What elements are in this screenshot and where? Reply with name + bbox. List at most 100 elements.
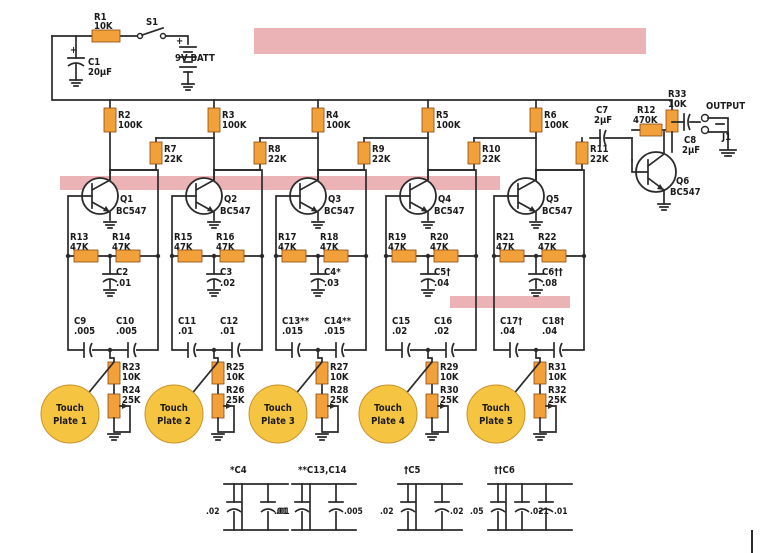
trimmer-value: 25K: [122, 395, 141, 406]
emitter-ground-icon: [103, 221, 117, 229]
legend-item-1: *C4.02.01: [206, 465, 290, 531]
shunt-capacitor-name: C5†: [434, 267, 451, 278]
coupling-resistor: [467, 141, 481, 165]
power-section: R1 10K S1 + 9V BATT + C1 20μF: [51, 12, 673, 113]
touch-plate[interactable]: [466, 384, 526, 444]
coupling-resistor-value: 22K: [268, 154, 287, 165]
left-resistor: [177, 249, 203, 263]
right-capacitor-curved: [341, 342, 345, 358]
emitter-arrow: [103, 206, 110, 212]
right-capacitor-value: .02: [434, 326, 449, 337]
emitter-ground-icon: [207, 221, 221, 229]
c1-ground: [69, 79, 83, 87]
shunt-capacitor-wire: [420, 255, 436, 289]
c8-value: 2μF: [682, 145, 700, 156]
left-capacitor-value: .015: [282, 326, 303, 337]
left-capacitor-name: C15: [392, 316, 410, 327]
collector-resistor-value: 100K: [544, 120, 569, 131]
collector-resistor: [421, 107, 435, 133]
right-resistor: [323, 249, 349, 263]
shunt-capacitor-wire: [310, 255, 326, 289]
coupling-resistor-name: R7: [164, 144, 177, 155]
touch-resistor-name: R31: [548, 362, 567, 373]
touch-resistor-name: R27: [330, 362, 349, 373]
touch-resistor: [315, 361, 329, 385]
c1-value: 20μF: [88, 67, 112, 78]
collector-resistor-value: 100K: [222, 120, 247, 131]
legend-item-3: †C5.02.02: [380, 465, 464, 531]
capacitor-legend: *C4.02.01**C13,C14.01.005†C5.02.02††C6.0…: [206, 465, 573, 531]
left-capacitor-name: C11: [178, 316, 196, 327]
shunt-capacitor-plate: [420, 278, 436, 283]
left-capacitor-value: .04: [500, 326, 515, 337]
touch-resistor-value: 10K: [226, 372, 245, 383]
collector-resistor-name: R4: [326, 110, 339, 121]
right-capacitor-gap: [128, 342, 136, 358]
shunt-ground-icon: [421, 289, 435, 297]
collector-resistor-name: R5: [436, 110, 449, 121]
coupling-resistor: [149, 141, 163, 165]
right-resistor-value: 47K: [112, 242, 131, 253]
shunt-capacitor-value: .08: [542, 278, 557, 289]
trimmer-name: R32: [548, 385, 567, 396]
trimmer-value: 25K: [226, 395, 245, 406]
collector-resistor-value: 100K: [118, 120, 143, 131]
coupling-resistor: [357, 141, 371, 165]
junction-dot: [581, 253, 587, 259]
shunt-capacitor-wire: [102, 255, 118, 289]
touch-resistor: [425, 361, 439, 385]
c1-plate-curved: [67, 62, 85, 67]
touch-wire: [535, 349, 541, 395]
transistor-type: BC547: [542, 206, 573, 217]
legend-title: †C5: [404, 465, 421, 476]
shunt-capacitor-value: .04: [434, 278, 449, 289]
touch-wire: [213, 349, 219, 395]
coupling-resistor-value: 22K: [590, 154, 609, 165]
stage-3: R4100KR922KQ3BC547R1747KR1847KC4*.03C13*…: [248, 99, 429, 444]
touch-plate[interactable]: [144, 384, 204, 444]
legend-cap-curved: [434, 508, 450, 513]
transistor-type: BC547: [434, 206, 465, 217]
jack-label: J1: [721, 132, 731, 143]
legend-title: ††C6: [494, 465, 515, 476]
c1-name: C1: [88, 57, 100, 68]
stage-4: R5100KR1022KQ4BC547R1947KR2047KC5†.04C15…: [358, 99, 537, 444]
shunt-ground-icon: [311, 289, 325, 297]
collector-resistor-name: R3: [222, 110, 235, 121]
coupling-resistor-name: R8: [268, 144, 281, 155]
q6-value: BC547: [670, 187, 701, 198]
touch-resistor-name: R29: [440, 362, 459, 373]
junction-dot: [383, 253, 389, 259]
trimmer-value: 25K: [548, 395, 567, 406]
left-capacitor-name: C17†: [500, 316, 523, 327]
junction-dot: [363, 253, 369, 259]
touch-plate-number: Plate 4: [371, 416, 405, 427]
junction-dot: [155, 253, 161, 259]
trimmer-resistor: [425, 393, 439, 419]
output-section: C7 2μF R12 470K R33 10K Q6 BC547 C8 2μF …: [589, 89, 745, 211]
left-capacitor-curved: [407, 342, 411, 358]
touch-plate-label: Touch: [264, 403, 292, 414]
left-resistor-value: 47K: [174, 242, 193, 253]
touch-plate[interactable]: [40, 384, 100, 444]
stage-2: R3100KR822KQ2BC547R1547KR1647KC3.02C11.0…: [144, 99, 319, 444]
touch-plate[interactable]: [358, 384, 418, 444]
left-resistor: [499, 249, 525, 263]
touch-plate-label: Touch: [160, 403, 188, 414]
junction-dot: [273, 253, 279, 259]
feedback-loop: [67, 169, 159, 351]
legend-cap-value: .05: [470, 507, 484, 517]
collector-resistor: [311, 107, 325, 133]
touch-plate[interactable]: [248, 384, 308, 444]
plate-lead: [402, 360, 434, 398]
right-capacitor-gap: [554, 342, 562, 358]
output-jack-icon: [700, 113, 737, 157]
legend-cap-value: .005: [344, 507, 363, 517]
collector-resistor-name: R2: [118, 110, 131, 121]
trimmer-value: 25K: [440, 395, 459, 406]
legend-cap-value: .02: [380, 507, 394, 517]
c8-name: C8: [684, 135, 696, 146]
c7-value: 2μF: [594, 115, 612, 126]
emitter-arrow: [529, 206, 536, 212]
